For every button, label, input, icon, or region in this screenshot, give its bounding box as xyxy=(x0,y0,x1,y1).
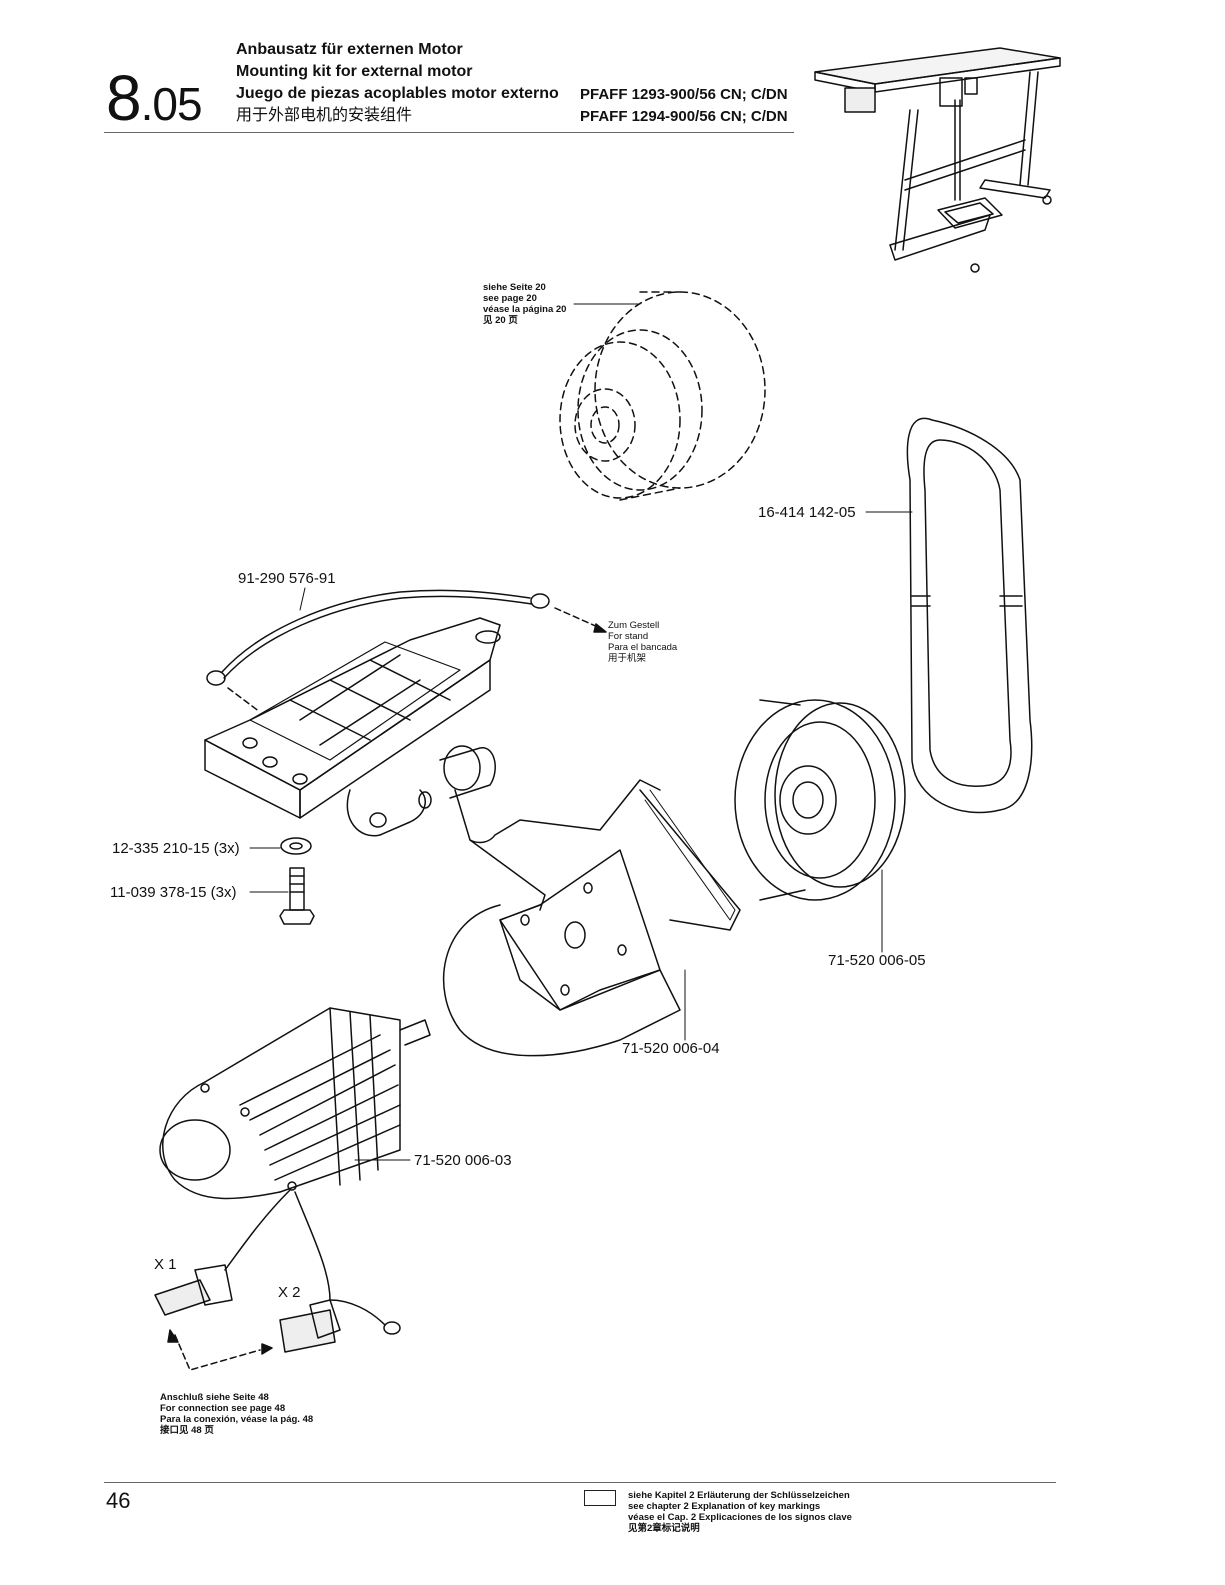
washer-part xyxy=(280,837,312,855)
footer-rule xyxy=(104,1482,1056,1483)
note-see-page-20: siehe Seite 20 see page 20 véase la pági… xyxy=(483,282,566,326)
note-line: Para la conexión, véase la pág. 48 xyxy=(160,1414,314,1425)
title-en: Mounting kit for external motor xyxy=(236,63,473,80)
note-line: Zum Gestell xyxy=(608,620,660,631)
model-1293: PFAFF 1293-900/56 CN; C/DN xyxy=(580,86,788,103)
note-line: véase el Cap. 2 Explicaciones de los sig… xyxy=(628,1512,852,1523)
section-number: 8.05 xyxy=(106,66,203,136)
note-line: see page 20 xyxy=(483,293,537,304)
note-connection: Anschluß siehe Seite 48 For connection s… xyxy=(160,1392,313,1436)
part-motor: 71-520 006-03 xyxy=(414,1152,512,1169)
note-line: véase la página 20 xyxy=(483,304,567,315)
title-de: Anbausatz für externen Motor xyxy=(236,41,463,58)
header-rule xyxy=(104,132,794,133)
note-line: siehe Seite 20 xyxy=(483,282,546,293)
note-line: Para el bancada xyxy=(608,642,678,653)
note-line: For stand xyxy=(608,631,649,642)
note-line: 用于机架 xyxy=(608,653,647,664)
key-marking-note: siehe Kapitel 2 Erläuterung der Schlüsse… xyxy=(628,1490,852,1534)
note-line: 接口见 48 页 xyxy=(160,1425,214,1436)
part-pulley: 71-520 006-05 xyxy=(828,952,926,969)
part-belt: 16-414 142-05 xyxy=(758,504,856,521)
flywheel-reference xyxy=(559,291,766,501)
connector-x2: X 2 xyxy=(278,1284,301,1301)
section-major: 8 xyxy=(106,62,142,134)
title-zh: 用于外部电机的安装组件 xyxy=(236,107,413,124)
note-line: 见第2章标记说明 xyxy=(628,1523,700,1534)
note-line: see chapter 2 Explanation of key marking… xyxy=(628,1501,821,1512)
motor-mounting-plate xyxy=(204,617,501,819)
external-motor xyxy=(159,1007,431,1200)
note-line: siehe Kapitel 2 Erläuterung der Schlüsse… xyxy=(628,1490,850,1501)
key-marking-box xyxy=(584,1490,616,1506)
note-for-stand: Zum Gestell For stand Para el bancada 用于… xyxy=(608,620,677,664)
machine-stand-thumbnail xyxy=(814,47,1061,273)
cable-leader xyxy=(299,587,306,611)
part-bracket: 71-520 006-04 xyxy=(622,1040,720,1057)
title-es: Juego de piezas acoplables motor externo xyxy=(236,85,559,102)
part-cable: 91-290 576-91 xyxy=(238,570,336,587)
note-line: 见 20 页 xyxy=(483,315,518,326)
model-1294: PFAFF 1294-900/56 CN; C/DN xyxy=(580,108,788,125)
part-washer: 12-335 210-15 (3x) xyxy=(112,840,240,857)
ground-cable xyxy=(206,589,607,713)
motor-pulley xyxy=(734,699,906,901)
v-belt xyxy=(906,417,1033,814)
page-number: 46 xyxy=(106,1488,131,1513)
connector-x1: X 1 xyxy=(154,1256,177,1273)
note-line: Anschluß siehe Seite 48 xyxy=(160,1392,269,1403)
note-line: For connection see page 48 xyxy=(160,1403,286,1414)
section-minor: .05 xyxy=(140,78,203,130)
part-screw: 11-039 378-15 (3x) xyxy=(110,884,237,901)
motor-bracket xyxy=(346,745,741,1057)
screw-part xyxy=(279,867,315,925)
motor-cables xyxy=(154,1189,401,1371)
